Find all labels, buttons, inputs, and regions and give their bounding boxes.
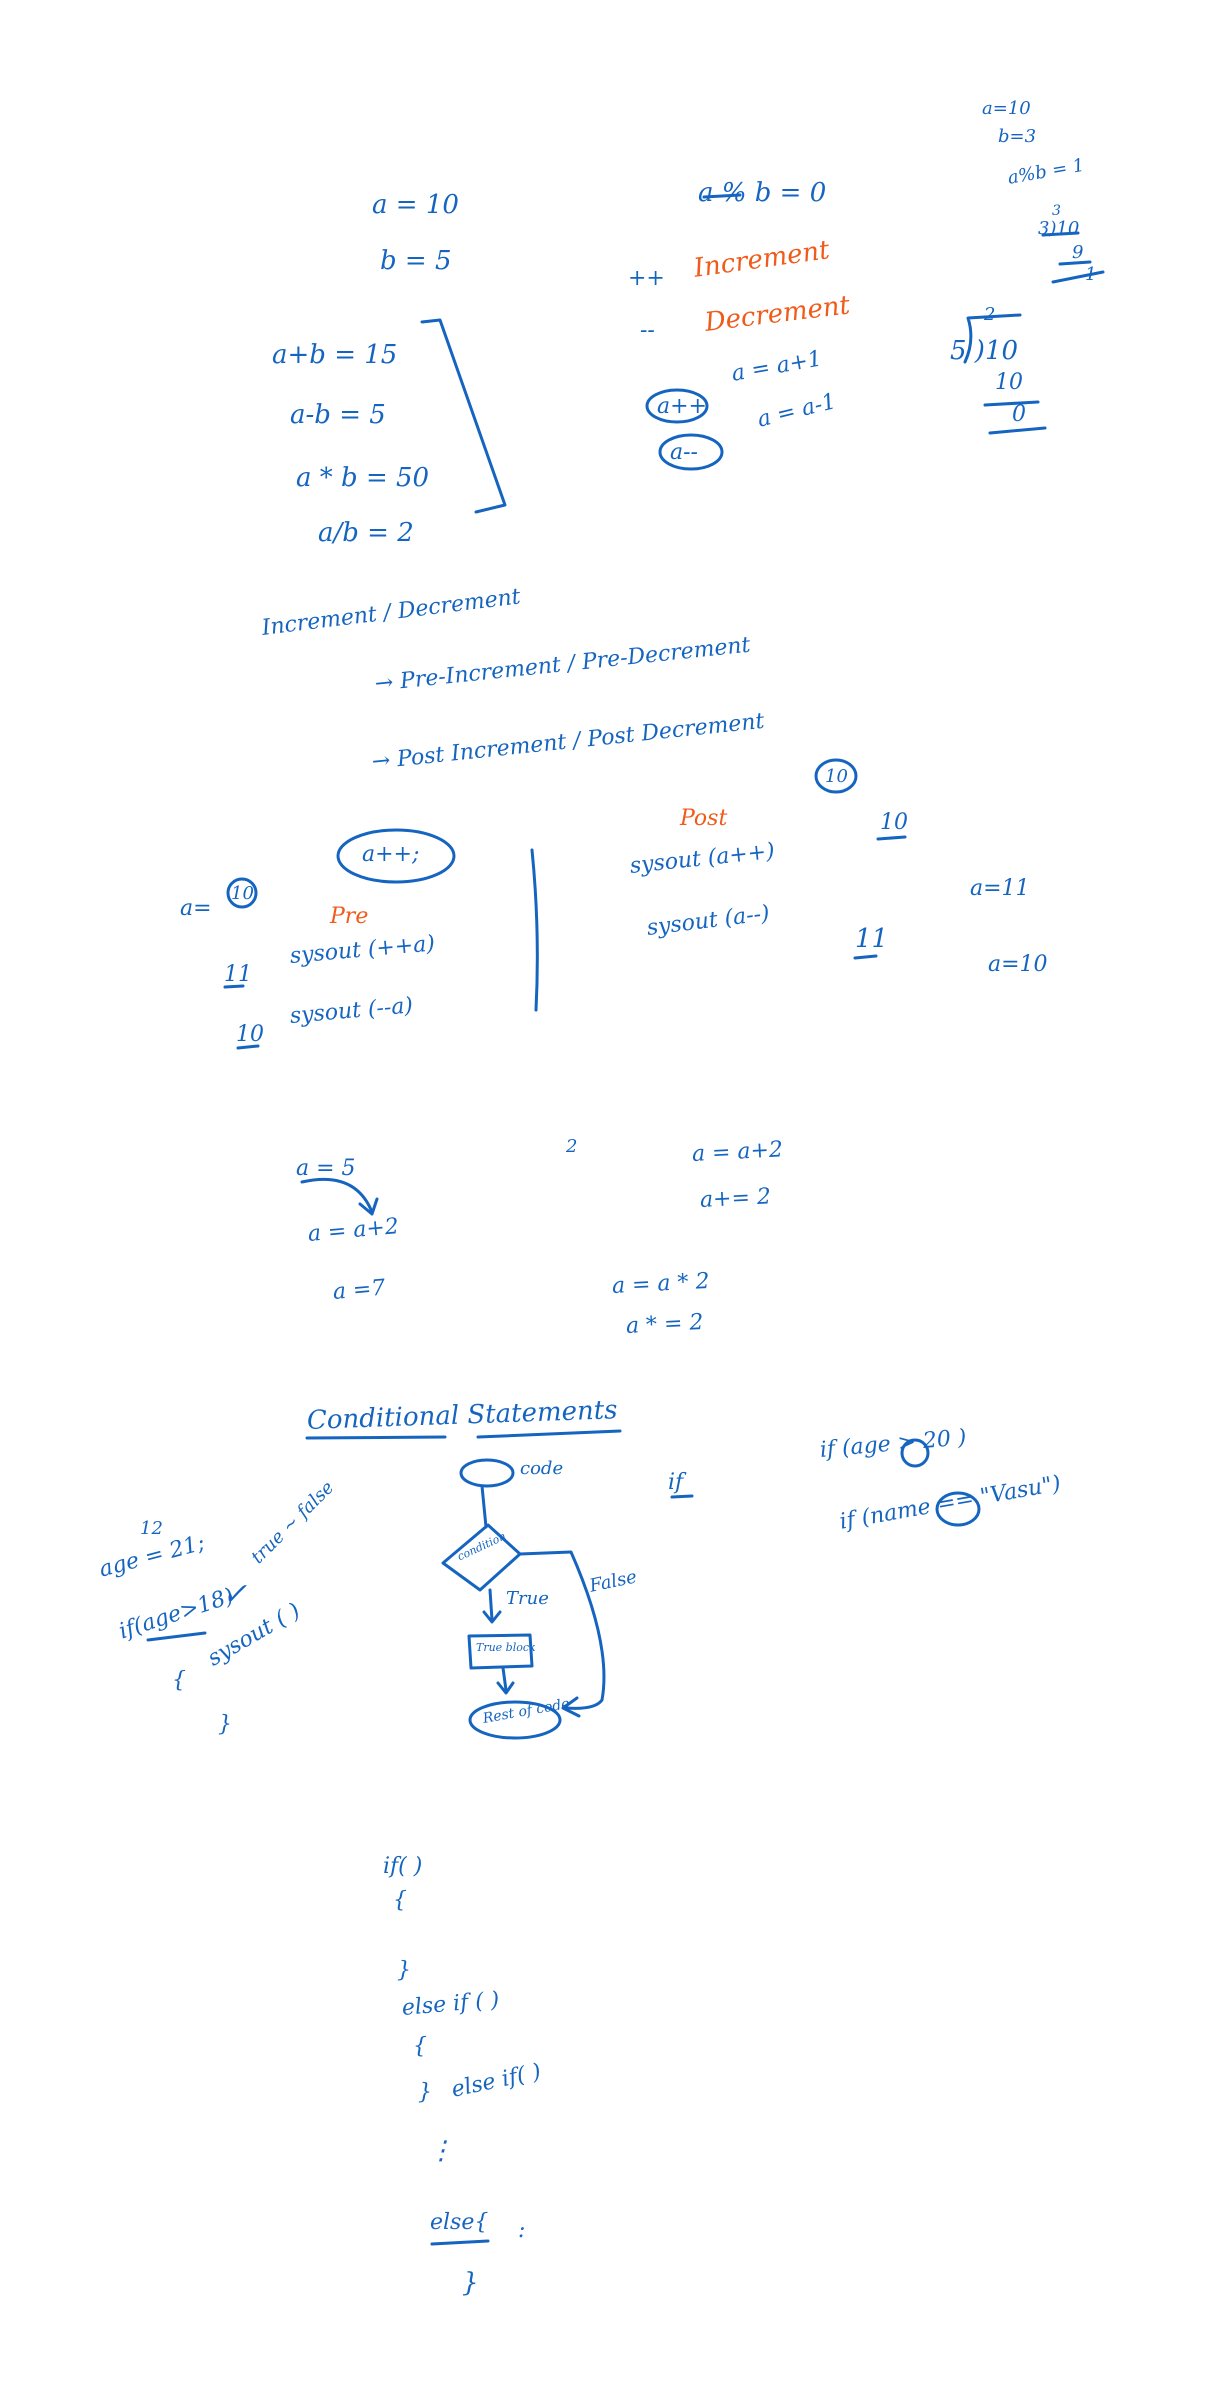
underline-11 [223, 984, 245, 989]
circle-eqeq [935, 1491, 981, 1527]
flow-false-branch [518, 1550, 606, 1710]
flow-false-arrow [561, 1696, 581, 1718]
circle-a-plus-plus [645, 388, 709, 424]
heading-underline-2 [476, 1429, 622, 1439]
flow-arrow-3 [496, 1681, 515, 1695]
inc-circled-expr: a++ [657, 394, 707, 419]
increment-symbol: ++ [628, 266, 665, 291]
addition-result: a+b = 15 [272, 340, 398, 370]
long-division-1: 3)10 [1038, 218, 1080, 239]
dec-circled-expr: a-- [670, 440, 698, 465]
post-output-11: 11 [855, 924, 889, 954]
compound-two: 2 [566, 1136, 578, 1157]
ladder-ellipsis: ⋮ [428, 2136, 454, 2166]
compound-arrowhead [358, 1197, 379, 1216]
b-assignment: b = 5 [380, 246, 452, 276]
quotient-2: 2 [984, 304, 996, 325]
if-underline [670, 1494, 694, 1499]
circle-a-plus-plus-semi [336, 828, 456, 884]
flow-line-2 [488, 1588, 494, 1622]
division-bar-2 [1058, 260, 1092, 266]
flowchart-decision [441, 1523, 522, 1592]
ladder-close-2: } [418, 2080, 432, 2105]
circled-ten: 10 [825, 766, 848, 787]
flowchart-code-label: code [520, 1458, 564, 1479]
subtraction-result: a-b = 5 [290, 400, 386, 430]
mod-underline [702, 193, 742, 199]
flow-line-3 [501, 1666, 508, 1692]
circle-gt [900, 1438, 930, 1468]
compound-a-mul: a = a * 2 [611, 1268, 711, 1299]
compound-a-mul-short: a * = 2 [625, 1309, 705, 1339]
division-bar-5 [988, 426, 1047, 435]
flow-line-1 [480, 1484, 488, 1529]
division-bar-4 [983, 400, 1040, 407]
side-a-value: a=10 [982, 98, 1031, 119]
quotient-1: 3 [1052, 203, 1061, 219]
compound-a-seven: a =7 [331, 1275, 387, 1305]
age-underline [146, 1631, 207, 1642]
division-bar-3 [1051, 270, 1105, 284]
side-a-ten: a=10 [988, 952, 1048, 977]
division-bracket-1 [963, 313, 1022, 364]
underline-10-left [236, 1044, 260, 1050]
pre-output-10: 10 [236, 1022, 264, 1047]
if-brace-open: { [172, 1668, 186, 1693]
decrement-symbol: -- [640, 318, 655, 343]
compound-a-five: a = 5 [296, 1156, 356, 1181]
divider-line [530, 848, 539, 1012]
multiplication-result: a * b = 50 [296, 463, 430, 493]
if-keyword: if [668, 1470, 684, 1495]
circle-a-val [226, 877, 258, 909]
post-label: Post [680, 806, 728, 831]
product-1: 9 [1072, 242, 1084, 263]
post-output-10: 10 [880, 810, 908, 835]
remainder-1: 1 [1085, 264, 1097, 285]
a-assignment: a = 10 [372, 190, 459, 220]
circle-ten [814, 758, 858, 794]
modulo-expression: a % b = 0 [698, 178, 827, 208]
underline-11-right [853, 954, 878, 960]
ladder-open-2: { [413, 2034, 427, 2059]
side-b-value: b=3 [998, 126, 1037, 147]
remainder-2: 0 [1012, 402, 1026, 427]
flowchart-true-label: True [506, 1588, 549, 1609]
check-mark: ✓ [222, 1577, 248, 1612]
flowchart-process [467, 1633, 534, 1670]
flowchart-end [468, 1700, 562, 1740]
ladder-colon: : [518, 2218, 526, 2243]
twelve-note: 12 [140, 1518, 163, 1539]
ladder-open-1: { [393, 1888, 407, 1913]
ladder-close-3: } [462, 2268, 479, 2298]
compound-arrow [300, 1177, 374, 1214]
ladder-else: else{ [430, 2210, 489, 2235]
pre-label: Pre [330, 904, 369, 929]
division-result: a/b = 2 [318, 518, 414, 548]
a-circled-value: 10 [231, 883, 254, 904]
else-underline [430, 2239, 490, 2246]
ladder-if: if( ) [383, 1854, 423, 1879]
pre-output-11: 11 [224, 962, 252, 987]
heading-underline-1 [305, 1435, 447, 1440]
product-2: 10 [995, 370, 1023, 395]
a-plus-plus-statement: a++; [362, 842, 420, 867]
a-equals: a= [180, 896, 212, 921]
bracket-stroke [420, 318, 507, 514]
underline-10-right [876, 835, 907, 841]
ladder-close-1: } [397, 1958, 411, 1983]
division-bar-1 [1041, 231, 1080, 237]
flow-arrow-2 [482, 1610, 502, 1624]
compound-a-plus: a = a+2 [691, 1137, 784, 1167]
compound-a-plus-short: a+= 2 [699, 1184, 772, 1213]
side-a-eleven: a=11 [970, 876, 1030, 901]
flowchart-true-block: True block [476, 1641, 536, 1654]
flowchart-start [459, 1458, 515, 1488]
circle-a-minus-minus [658, 433, 724, 471]
if-brace-close: } [218, 1712, 232, 1737]
long-division-2: 5 )10 [950, 336, 1019, 366]
